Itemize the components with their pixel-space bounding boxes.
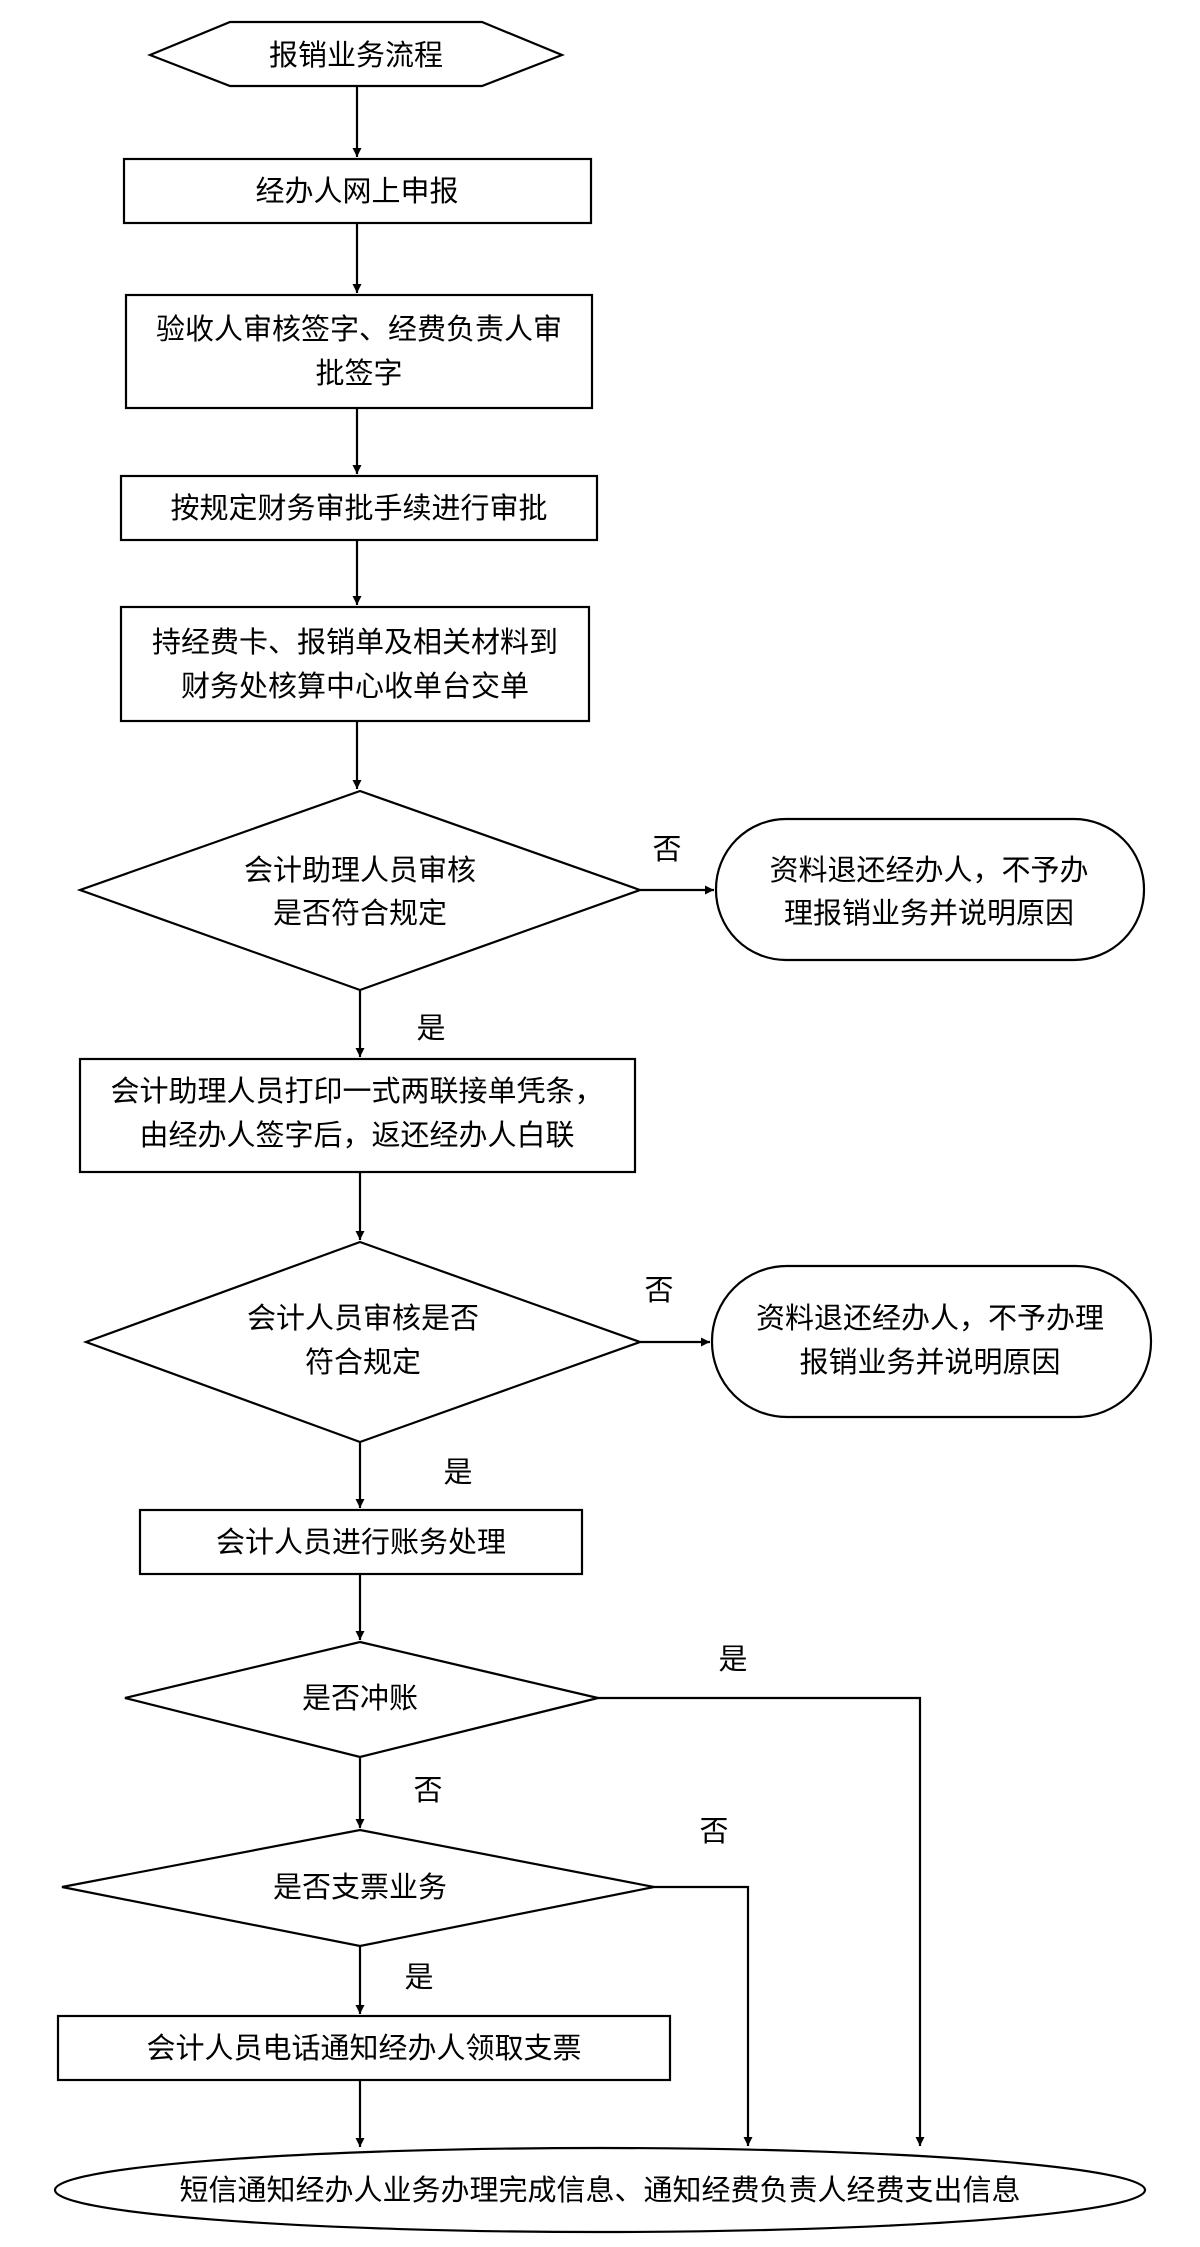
decision-assistant-review-line-1: 会计助理人员审核 bbox=[244, 853, 476, 887]
decision-cheque-diamond bbox=[61, 1828, 655, 1948]
step-sign-approve-line-2: 批签字 bbox=[315, 356, 402, 390]
decision-reversal-label: 是否冲账 bbox=[302, 1681, 418, 1715]
reject-node-1-line-1: 资料退还经办人，不予办 bbox=[769, 853, 1088, 887]
end-node: 短信通知经办人业务办理完成信息、通知经费负责人经费支出信息 bbox=[53, 2146, 1147, 2234]
step-online-apply: 经办人网上申报 bbox=[122, 157, 593, 225]
decision-cheque: 是否支票业务 bbox=[61, 1828, 655, 1948]
reject-node-1-line-2: 理报销业务并说明原因 bbox=[784, 896, 1074, 930]
reject-node-2-line-1: 资料退还经办人，不予办理 bbox=[756, 1301, 1104, 1335]
step-finance-approval-label: 按规定财务审批手续进行审批 bbox=[170, 491, 547, 525]
label-d2-no: 否 bbox=[644, 1273, 673, 1307]
step-sign-approve-box bbox=[124, 293, 594, 410]
label-d3-yes: 是 bbox=[718, 1642, 747, 1676]
step-notify-cheque: 会计人员电话通知经办人领取支票 bbox=[56, 2014, 672, 2082]
decision-reversal: 是否冲账 bbox=[124, 1640, 599, 1759]
step-print-receipt-line-1: 会计助理人员打印一式两联接单凭条， bbox=[110, 1074, 603, 1108]
decision-reversal-diamond bbox=[124, 1640, 599, 1759]
decision-cheque-label: 是否支票业务 bbox=[273, 1870, 447, 1904]
reject-node-1: 资料退还经办人，不予办 理报销业务并说明原因 bbox=[714, 817, 1146, 962]
step-finance-approval-box bbox=[119, 474, 599, 542]
decision-assistant-review-line-2: 是否符合规定 bbox=[273, 896, 447, 930]
step-print-receipt-line-2: 由经办人签字后，返还经办人白联 bbox=[139, 1118, 574, 1152]
step-print-receipt-box bbox=[78, 1057, 637, 1174]
step-notify-cheque-label: 会计人员电话通知经办人领取支票 bbox=[146, 2031, 581, 2065]
label-d1-yes: 是 bbox=[416, 1011, 445, 1045]
decision-accountant-review-diamond bbox=[82, 1240, 644, 1444]
step-online-apply-box bbox=[122, 157, 593, 225]
edge-d4-end bbox=[654, 1885, 753, 2146]
step-submit-materials-line-1: 持经费卡、报销单及相关材料到 bbox=[152, 625, 558, 659]
step-submit-materials-box bbox=[119, 605, 591, 723]
reject-node-1-rounded bbox=[714, 817, 1146, 962]
decision-accountant-review-line-1: 会计人员审核是否 bbox=[247, 1301, 479, 1335]
reject-node-2-rounded bbox=[710, 1264, 1153, 1419]
label-d4-yes: 是 bbox=[404, 1960, 433, 1994]
step-online-apply-label: 经办人网上申报 bbox=[255, 174, 458, 208]
decision-assistant-review-diamond bbox=[76, 789, 644, 992]
decision-assistant-review: 会计助理人员审核 是否符合规定 bbox=[76, 789, 644, 992]
end-label: 短信通知经办人业务办理完成信息、通知经费负责人经费支出信息 bbox=[179, 2173, 1020, 2207]
step-print-receipt: 会计助理人员打印一式两联接单凭条， 由经办人签字后，返还经办人白联 bbox=[78, 1057, 637, 1174]
label-d3-no: 否 bbox=[413, 1773, 442, 1807]
step-accounting-box bbox=[138, 1508, 584, 1576]
end-ellipse bbox=[53, 2146, 1147, 2234]
decision-accountant-review-line-2: 符合规定 bbox=[305, 1345, 421, 1379]
step-sign-approve: 验收人审核签字、经费负责人审 批签字 bbox=[124, 293, 594, 410]
edge-labels: 否 是 否 是 是 否 否 是 bbox=[404, 832, 747, 1994]
step-notify-cheque-box bbox=[56, 2014, 672, 2082]
label-d1-no: 否 bbox=[652, 832, 681, 866]
connectors bbox=[352, 86, 925, 2147]
reject-node-2-line-2: 报销业务并说明原因 bbox=[799, 1345, 1060, 1379]
start-node: 报销业务流程 bbox=[147, 20, 565, 88]
step-submit-materials: 持经费卡、报销单及相关材料到 财务处核算中心收单台交单 bbox=[119, 605, 591, 723]
reject-node-2: 资料退还经办人，不予办理 报销业务并说明原因 bbox=[710, 1264, 1153, 1419]
start-label: 报销业务流程 bbox=[269, 38, 443, 72]
step-sign-approve-line-1: 验收人审核签字、经费负责人审 bbox=[156, 312, 562, 346]
step-accounting: 会计人员进行账务处理 bbox=[138, 1508, 584, 1576]
label-d2-yes: 是 bbox=[443, 1455, 472, 1489]
edge-d3-end bbox=[598, 1696, 925, 2146]
step-accounting-label: 会计人员进行账务处理 bbox=[216, 1525, 506, 1559]
step-submit-materials-line-2: 财务处核算中心收单台交单 bbox=[181, 669, 529, 703]
label-d4-no: 否 bbox=[699, 1814, 728, 1848]
start-hexagon bbox=[147, 20, 565, 88]
step-finance-approval: 按规定财务审批手续进行审批 bbox=[119, 474, 599, 542]
decision-accountant-review: 会计人员审核是否 符合规定 bbox=[82, 1240, 644, 1444]
